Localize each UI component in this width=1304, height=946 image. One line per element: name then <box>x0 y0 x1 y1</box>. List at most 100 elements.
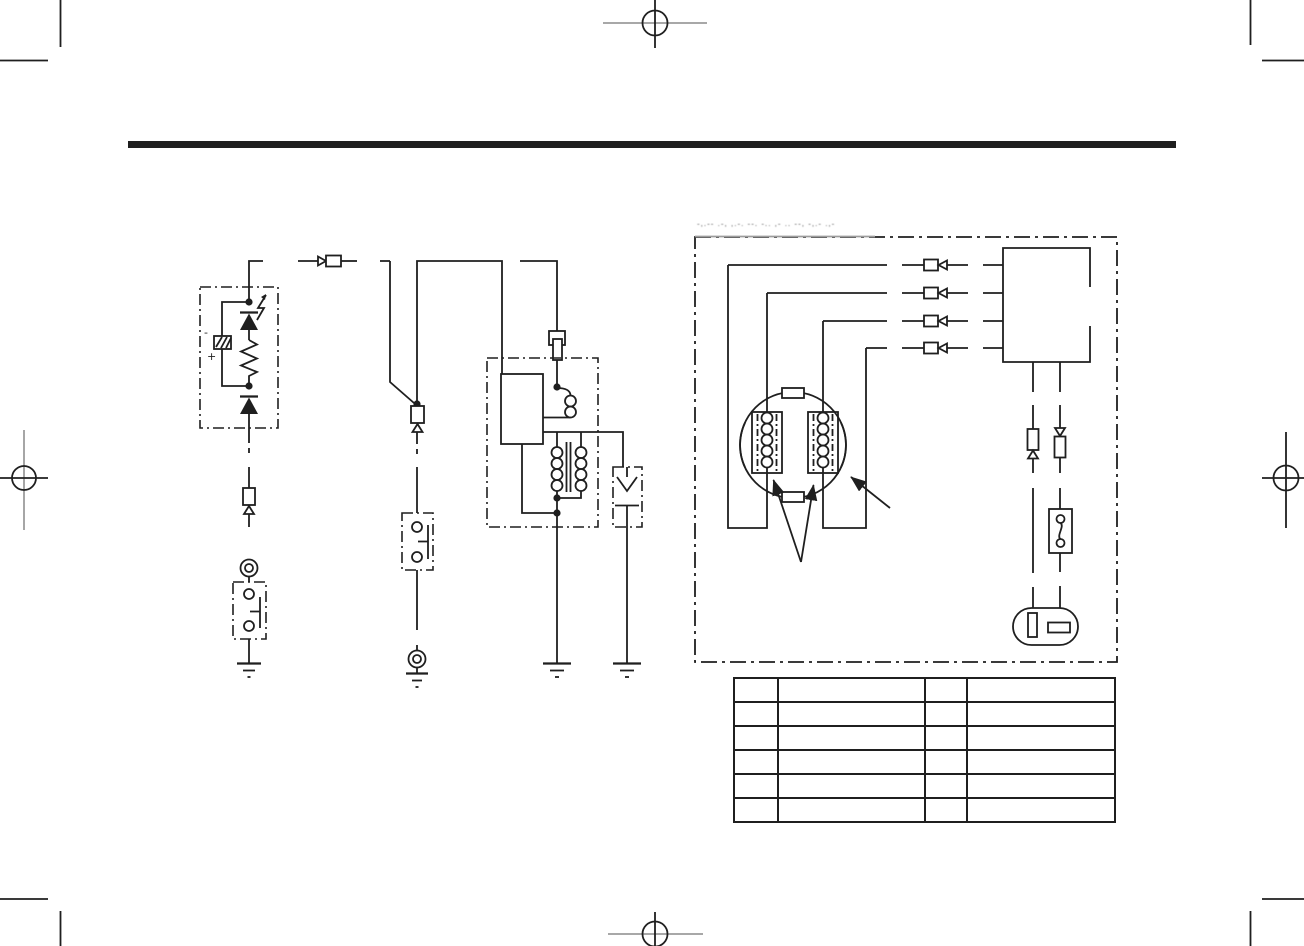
magneto-ignition-diagram <box>694 235 1118 663</box>
socket-connector-icon <box>923 258 939 272</box>
legend-cell <box>966 773 1116 799</box>
legend-cell <box>777 749 926 775</box>
legend-cell <box>923 725 969 751</box>
crop-mark-bottom-right <box>1249 898 1304 946</box>
legend-cell <box>966 749 1116 775</box>
plug-cap-oval <box>1012 607 1079 646</box>
legend-cell <box>732 725 780 751</box>
magnet-segment-left <box>739 422 746 468</box>
engine-stop-switch-icon <box>1048 508 1073 554</box>
wire-connector-icon <box>410 405 425 424</box>
registration-mark-bottom-center <box>608 912 703 946</box>
legend-cell <box>923 773 969 799</box>
charge-coil-right-icon <box>807 411 839 474</box>
coil-output-row-4 <box>866 341 1003 355</box>
diode-icon <box>240 395 258 414</box>
legend-cell <box>777 701 926 727</box>
legend-cell <box>923 749 969 775</box>
legend-cell <box>923 677 969 703</box>
legend-cell <box>732 701 780 727</box>
top-bus-wires <box>248 254 558 404</box>
cdi-module-box <box>1002 247 1091 363</box>
ring-terminal-icon <box>239 558 259 578</box>
wire-connector-icon <box>242 487 256 506</box>
crop-mark-top-right <box>1249 0 1304 62</box>
legend-cell <box>966 725 1116 751</box>
ignition-coil-secondary-icon <box>557 432 588 499</box>
legend-cell <box>923 701 969 727</box>
table-row <box>732 749 1116 775</box>
resistor-icon <box>238 339 260 386</box>
ground-icon <box>613 662 641 678</box>
bullet-connector-icon <box>317 254 328 268</box>
bullet-connector-icon <box>936 259 948 271</box>
wire-connector-icon <box>1026 428 1040 451</box>
pole-shoe-bottom <box>781 491 805 503</box>
table-row <box>732 797 1116 823</box>
spark-plug-icon <box>612 466 643 528</box>
module-output-left <box>1026 362 1040 614</box>
plug-cap-assembly <box>1012 607 1079 646</box>
pole-shoe-top <box>781 387 805 399</box>
column-b <box>401 400 434 688</box>
legend-cell <box>777 797 926 823</box>
legend-cell <box>732 749 780 775</box>
minus-label: - <box>204 326 208 339</box>
table-row <box>732 725 1116 751</box>
legend-table <box>732 677 1116 823</box>
legend-cell <box>966 797 1116 823</box>
legend-cell <box>777 677 926 703</box>
legend-cell <box>732 773 780 799</box>
legend-cell <box>966 701 1116 727</box>
ground-icon <box>543 662 571 678</box>
socket-connector-icon <box>325 254 342 268</box>
system-dashed-frame <box>694 236 1118 663</box>
ignition-circuit-diagram: - + <box>199 254 643 688</box>
magnet-segment-right <box>840 422 847 468</box>
ring-terminal-icon <box>407 649 427 669</box>
stop-switch-icon <box>401 512 434 571</box>
ignition-coil-primary-icon <box>550 432 564 498</box>
section-rule <box>128 141 1176 148</box>
registration-mark-left-middle <box>0 430 48 530</box>
legend-cell <box>777 773 926 799</box>
flywheel-rim <box>739 391 847 499</box>
illegible-diagram-label: -,.-- .-, ,.-. --. -.. ,- .. --, -,.- .,… <box>697 220 836 228</box>
unit-dashed-box <box>486 357 599 528</box>
column-a-lower <box>232 414 267 678</box>
legend-cell <box>777 725 926 751</box>
legend-cell <box>732 797 780 823</box>
ground-icon <box>406 672 428 688</box>
fuse-icon <box>548 330 566 361</box>
legend-cell <box>923 797 969 823</box>
legend-cell <box>966 677 1116 703</box>
table-row <box>732 701 1116 727</box>
callout-arrow-coils-1 <box>772 479 802 563</box>
table-row <box>732 773 1116 799</box>
regulator-dashed-box <box>199 286 279 429</box>
coil-core-icon <box>565 442 572 492</box>
flywheel-magneto <box>739 387 891 563</box>
plus-label: + <box>207 350 216 363</box>
table-row <box>732 677 1116 703</box>
module-output-right <box>1048 362 1073 622</box>
stop-switch-icon <box>232 581 267 640</box>
crop-mark-bottom-left <box>0 898 62 946</box>
cap-terminal-horizontal <box>1047 621 1071 634</box>
charge-coil-left-icon <box>751 411 783 474</box>
registration-mark-right-middle <box>1262 432 1304 528</box>
ground-icon <box>237 662 261 678</box>
callout-arrow-coils-2 <box>800 484 818 563</box>
coil-output-row-2 <box>767 286 1003 300</box>
callout-arrow-flywheel <box>850 476 891 509</box>
exciter-coil-icon <box>543 387 577 419</box>
registration-mark-top-center <box>603 0 707 48</box>
coil-output-row-1 <box>728 258 1003 272</box>
bullet-connector-icon <box>1053 427 1067 438</box>
coil-output-row-3 <box>823 314 1003 328</box>
legend-cell <box>732 677 780 703</box>
cdi-module-box <box>500 373 544 445</box>
regulator-assembly: - + <box>199 286 279 429</box>
